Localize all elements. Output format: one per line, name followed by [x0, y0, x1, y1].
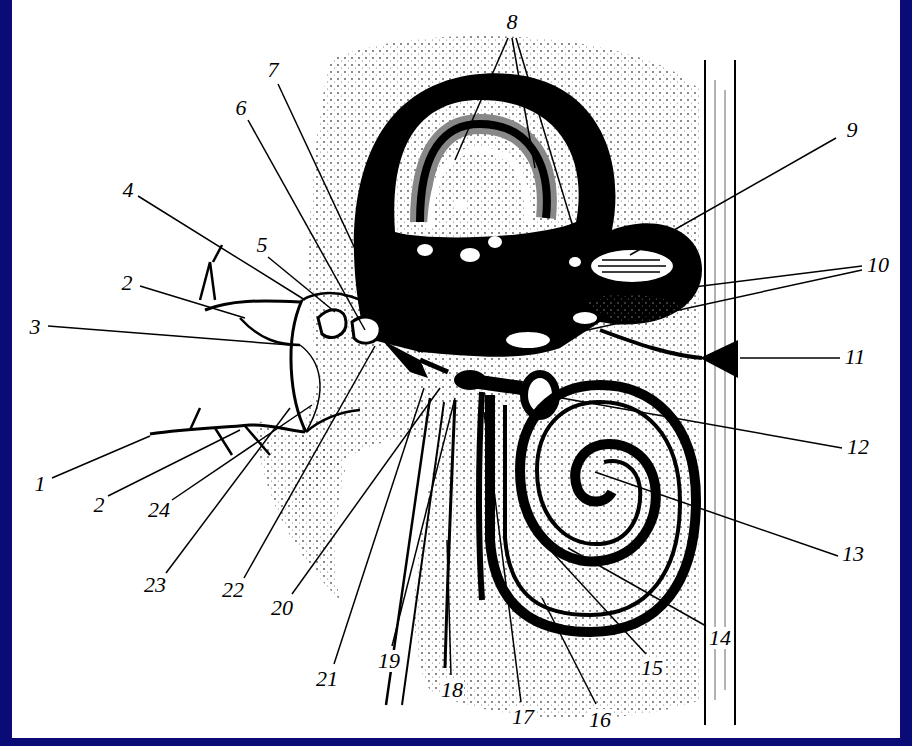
nerve — [300, 345, 320, 432]
leader-line — [595, 472, 838, 556]
leader-lines — [48, 38, 862, 704]
stapes — [420, 360, 448, 372]
canal-inner — [394, 100, 578, 237]
callout-number: 18 — [440, 679, 464, 701]
leader-line — [392, 398, 455, 646]
leader-line — [172, 405, 312, 500]
leader-line — [52, 436, 150, 478]
leader-line — [138, 196, 305, 300]
opening — [573, 312, 597, 324]
callout-number: 11 — [844, 346, 866, 368]
malleus — [318, 310, 346, 338]
callout-number: 1 — [34, 473, 47, 495]
cochlea — [490, 385, 696, 632]
leader-line — [48, 326, 290, 345]
leader-line — [334, 388, 424, 664]
callout-number: 8 — [506, 11, 519, 33]
vestibule — [454, 370, 486, 390]
lateral-canal — [598, 260, 666, 272]
incus — [352, 317, 380, 343]
nerve — [240, 318, 300, 345]
callout-number: 2 — [121, 272, 134, 294]
callout-number: 12 — [846, 436, 870, 458]
canal-lumen — [430, 150, 528, 228]
leader-line — [268, 257, 335, 312]
endolymphatic-sac — [700, 340, 738, 378]
callout-number: 22 — [221, 579, 245, 601]
nerve — [200, 245, 222, 300]
leader-line — [484, 412, 521, 702]
nerve — [205, 301, 300, 310]
leader-line — [740, 357, 840, 359]
callout-number: 19 — [377, 650, 401, 672]
callout-number: 15 — [640, 657, 664, 679]
callout-number: 9 — [846, 119, 859, 141]
opening — [417, 244, 433, 256]
auditory-tube — [402, 402, 444, 705]
leader-line — [292, 388, 440, 594]
cochlear-duct — [505, 402, 680, 615]
leader-line — [512, 38, 535, 168]
callout-number: 3 — [29, 316, 42, 338]
callout-number: 7 — [267, 59, 280, 81]
callout-number: 21 — [315, 668, 339, 690]
dura-line — [734, 60, 736, 725]
bone-stipple — [255, 420, 345, 600]
callout-number: 6 — [235, 97, 248, 119]
leader-line — [542, 598, 596, 704]
callout-number: 4 — [122, 179, 135, 201]
callout-number: 20 — [270, 597, 294, 619]
callout-number: 14 — [708, 627, 732, 649]
callout-number: 23 — [143, 574, 167, 596]
callout-number: 10 — [866, 254, 890, 276]
leader-line — [140, 286, 245, 318]
canal-inner — [394, 100, 578, 237]
opening — [460, 248, 480, 262]
leader-line — [590, 266, 862, 300]
opening — [569, 257, 581, 267]
callout-number: 2 — [93, 494, 106, 516]
nerve — [190, 408, 270, 455]
leader-line — [244, 346, 375, 578]
leader-line — [108, 430, 240, 496]
leader-line — [552, 552, 646, 654]
callout-number: 13 — [841, 543, 865, 565]
bony-labyrinth — [354, 73, 702, 356]
dura-line — [725, 90, 726, 690]
callout-number: 24 — [147, 499, 171, 521]
opening — [488, 236, 502, 248]
opening — [506, 332, 550, 348]
callout-number: 17 — [511, 706, 535, 728]
endolymphatic-duct — [600, 330, 702, 358]
leader-line — [556, 397, 842, 448]
leader-line — [516, 38, 592, 290]
opening — [454, 200, 466, 210]
dura-line — [715, 80, 716, 700]
figure-ground — [12, 0, 900, 738]
leader-line — [630, 138, 836, 255]
callout-number: 5 — [256, 234, 269, 256]
leader-line — [568, 548, 706, 626]
leader-line — [447, 540, 451, 675]
leader-line — [455, 38, 508, 160]
leader-line — [560, 270, 862, 336]
callout-number: 16 — [588, 709, 612, 731]
leader-line — [278, 84, 400, 345]
leader-line — [248, 120, 365, 330]
tympanic-membrane — [291, 300, 306, 432]
duct-wall — [479, 392, 482, 600]
